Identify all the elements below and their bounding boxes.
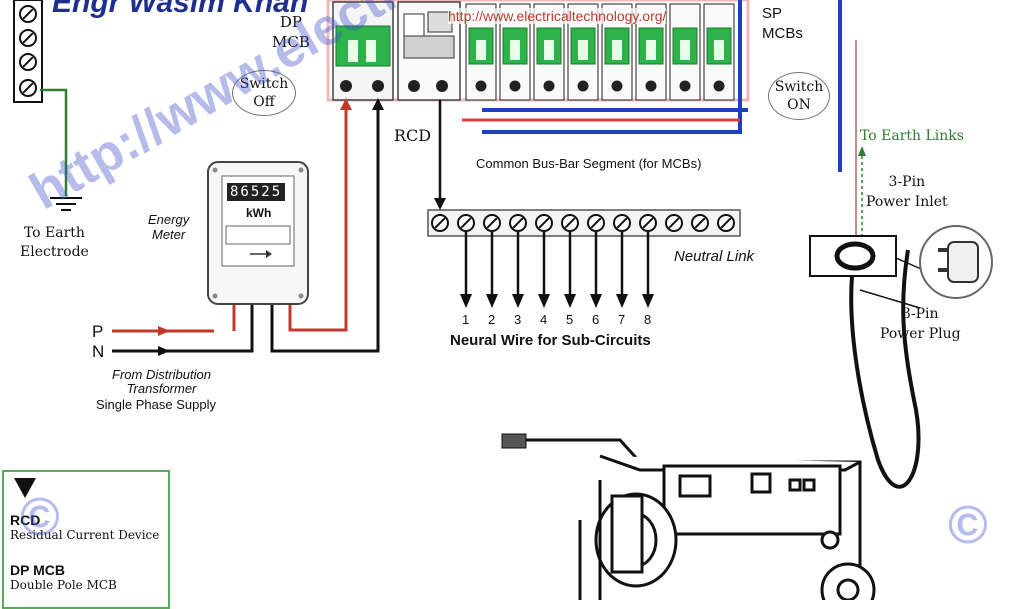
header-url[interactable]: http://www.electricaltechnology.org/ bbox=[448, 8, 667, 24]
earth-electrode-label: To Earth Electrode bbox=[20, 225, 89, 260]
busbar-label: Common Bus-Bar Segment (for MCBs) bbox=[476, 156, 702, 171]
legend-desc: Residual Current Device bbox=[10, 528, 160, 542]
sp-mcb bbox=[669, 3, 701, 101]
neutral-link-screw bbox=[483, 214, 501, 232]
earth-ground-icon bbox=[50, 197, 82, 211]
dp-mcb-label: DP MCB bbox=[272, 13, 310, 51]
neutral-arrow-up bbox=[372, 98, 384, 110]
sp-mcbs-label: SP MCBs bbox=[762, 5, 803, 42]
earth-screw bbox=[19, 53, 37, 71]
neutral-wire-arrow bbox=[616, 232, 628, 308]
meter-unit: kWh bbox=[246, 206, 272, 220]
earth-screw bbox=[19, 29, 37, 47]
neutral-wire-arrow bbox=[538, 232, 550, 308]
sp-mcb bbox=[703, 3, 735, 101]
switch-off-callout: Switch Off bbox=[232, 70, 296, 116]
power-inlet-label: 3-Pin Power Inlet bbox=[866, 174, 948, 210]
legend-arrow-icon bbox=[14, 478, 36, 498]
neutral-wire-number: 7 bbox=[618, 312, 626, 327]
neutral-link-screw bbox=[613, 214, 631, 232]
neutral-link-screw bbox=[639, 214, 657, 232]
rcd-label: RCD bbox=[394, 126, 432, 145]
neutral-wire-number: 6 bbox=[592, 312, 600, 327]
phase-arrow-up bbox=[340, 98, 352, 110]
phase-label: P bbox=[92, 322, 104, 341]
neutral-wire-arrow bbox=[564, 232, 576, 308]
earth-wire bbox=[40, 88, 68, 196]
neutral-wire-arrow bbox=[486, 232, 498, 308]
dp-mcb-breaker bbox=[332, 1, 394, 101]
phase-arrow-right bbox=[158, 326, 170, 336]
legend-desc: Double Pole MCB bbox=[10, 578, 117, 592]
neutral-wire-number: 8 bbox=[644, 312, 652, 327]
generator-handle bbox=[501, 433, 527, 449]
neutral-link-label: Neutral Link bbox=[674, 248, 755, 265]
energy-meter-label: Energy Meter bbox=[148, 212, 190, 242]
switch-on-callout: Switch ON bbox=[768, 72, 830, 120]
neutral-wire-arrow bbox=[512, 232, 524, 308]
earth-screw bbox=[19, 79, 37, 97]
plug-leader bbox=[859, 289, 921, 309]
author-heading: Engr Wasim Khan bbox=[52, 0, 309, 19]
neutral-wire-arrow bbox=[590, 232, 602, 308]
neutral-link-screw bbox=[587, 214, 605, 232]
neutral-wires-label: Neural Wire for Sub-Circuits bbox=[450, 332, 651, 349]
neutral-label: N bbox=[92, 342, 105, 361]
legend-item: RCD Residual Current Device bbox=[10, 512, 159, 542]
legend-box: RCD Residual Current Device DP MCB Doubl… bbox=[2, 470, 170, 609]
neutral-link-screw bbox=[665, 214, 683, 232]
neutral-link-screw bbox=[691, 214, 709, 232]
earth-link-arrow bbox=[858, 146, 866, 156]
neutral-arrow-right bbox=[158, 346, 170, 356]
neutral-link-screw bbox=[431, 214, 449, 232]
power-inlet bbox=[809, 235, 897, 277]
neutral-link-screw bbox=[457, 214, 475, 232]
legend-item: DP MCB Double Pole MCB bbox=[10, 562, 117, 592]
supply-type-label: Single Phase Supply bbox=[96, 397, 216, 412]
to-earth-links-label: To Earth Links bbox=[860, 128, 964, 144]
earth-terminal-block bbox=[13, 0, 43, 103]
meter-digits: 86525 bbox=[227, 183, 286, 201]
neutral-wire-arrow bbox=[460, 232, 472, 308]
busbar-blue bbox=[482, 0, 748, 134]
supply-source-label: From Distribution Transformer bbox=[112, 367, 211, 396]
generator-cable bbox=[849, 249, 921, 489]
neutral-wire-number: 2 bbox=[488, 312, 496, 327]
legend-abbr: RCD bbox=[10, 512, 41, 528]
neutral-link-bar bbox=[427, 209, 741, 237]
neutral-wire-number: 4 bbox=[540, 312, 548, 327]
neutral-wire-number: 3 bbox=[514, 312, 522, 327]
earth-screw bbox=[19, 5, 37, 23]
neutral-wire-arrow bbox=[642, 232, 654, 308]
neutral-wire-number: 5 bbox=[566, 312, 574, 327]
neutral-sub-circuit-wires bbox=[460, 232, 654, 308]
legend-abbr: DP MCB bbox=[10, 562, 65, 578]
neutral-link-screw bbox=[561, 214, 579, 232]
plug-icon bbox=[919, 225, 993, 299]
neutral-link-screw bbox=[509, 214, 527, 232]
power-plug-label: 3-Pin Power Plug bbox=[880, 306, 961, 342]
neutral-link-screw bbox=[535, 214, 553, 232]
neutral-wire-number: 1 bbox=[462, 312, 470, 327]
generator-icon bbox=[504, 438, 876, 600]
neutral-link-screw bbox=[717, 214, 735, 232]
rcd-neutral-arrow bbox=[434, 198, 446, 210]
